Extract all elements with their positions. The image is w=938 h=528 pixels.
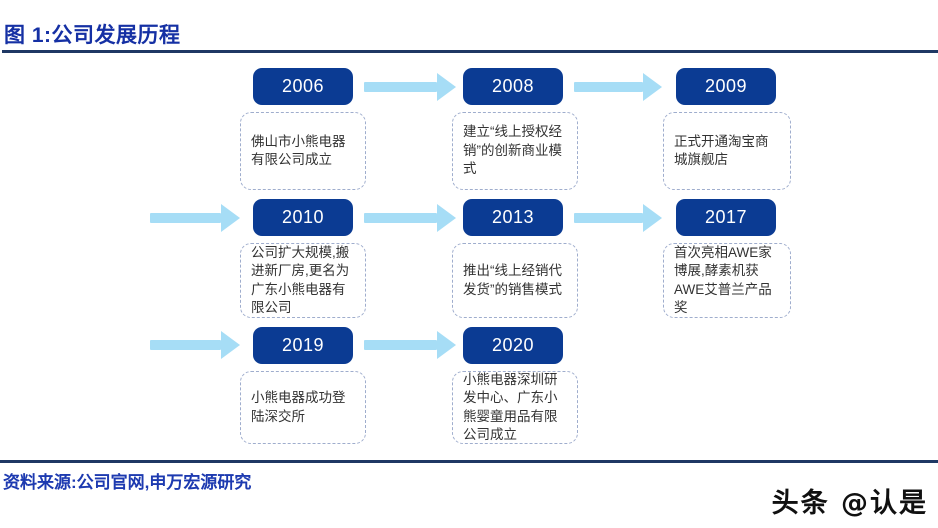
- flow-arrow-icon: [364, 73, 456, 101]
- milestone-desc: 小熊电器成功登陆深交所: [251, 390, 346, 424]
- flow-arrow-icon: [574, 204, 662, 232]
- year-badge: 2010: [253, 199, 353, 236]
- arrow-tail: [150, 340, 221, 350]
- arrow-head: [643, 73, 662, 101]
- milestone-box: 正式开通淘宝商城旗舰店: [663, 112, 791, 190]
- year-badge: 2017: [676, 199, 776, 236]
- arrow-tail: [364, 340, 437, 350]
- arrow-head: [437, 204, 456, 232]
- arrow-head: [437, 331, 456, 359]
- milestone-desc: 佛山市小熊电器有限公司成立: [251, 133, 346, 167]
- flow-arrow-icon: [150, 204, 240, 232]
- year-badge: 2019: [253, 327, 353, 364]
- milestone-desc: 首次亮相AWE家博展,酵素机获AWE艾普兰产品奖: [674, 244, 772, 315]
- milestone-box: 首次亮相AWE家博展,酵素机获AWE艾普兰产品奖: [663, 243, 791, 318]
- flow-arrow-icon: [574, 73, 662, 101]
- year-badge: 2008: [463, 68, 563, 105]
- title-underline: [2, 50, 938, 53]
- arrow-head: [221, 331, 240, 359]
- milestone-box: 公司扩大规模,搬进新厂房,更名为广东小熊电器有限公司: [240, 243, 366, 318]
- year-badge: 2020: [463, 327, 563, 364]
- year-badge: 2009: [676, 68, 776, 105]
- arrow-head: [221, 204, 240, 232]
- milestone-box: 小熊电器成功登陆深交所: [240, 371, 366, 444]
- milestone-desc: 正式开通淘宝商城旗舰店: [674, 133, 769, 167]
- arrow-head: [437, 73, 456, 101]
- year-badge: 2006: [253, 68, 353, 105]
- figure-title: 图 1:公司发展历程: [4, 24, 181, 47]
- milestone-desc: 建立“线上授权经销”的创新商业模式: [463, 124, 562, 177]
- arrow-tail: [364, 82, 437, 92]
- year-badge: 2013: [463, 199, 563, 236]
- source-note: 资料来源:公司官网,申万宏源研究: [3, 473, 252, 492]
- flow-arrow-icon: [150, 331, 240, 359]
- arrow-tail: [574, 213, 643, 223]
- milestone-desc: 公司扩大规模,搬进新厂房,更名为广东小熊电器有限公司: [251, 244, 350, 315]
- flow-arrow-icon: [364, 204, 456, 232]
- flow-arrow-icon: [364, 331, 456, 359]
- toutiao-watermark: 头条 @认是: [771, 488, 928, 519]
- milestone-desc: 小熊电器深圳研发中心、广东小熊婴童用品有限公司成立: [463, 371, 558, 442]
- arrow-tail: [150, 213, 221, 223]
- milestone-box: 建立“线上授权经销”的创新商业模式: [452, 112, 578, 190]
- milestone-box: 佛山市小熊电器有限公司成立: [240, 112, 366, 190]
- milestone-box: 推出“线上经销代发货”的销售模式: [452, 243, 578, 318]
- milestone-box: 小熊电器深圳研发中心、广东小熊婴童用品有限公司成立: [452, 371, 578, 444]
- milestone-desc: 推出“线上经销代发货”的销售模式: [463, 263, 562, 297]
- arrow-tail: [364, 213, 437, 223]
- footer-divider: [0, 460, 938, 463]
- arrow-head: [643, 204, 662, 232]
- arrow-tail: [574, 82, 643, 92]
